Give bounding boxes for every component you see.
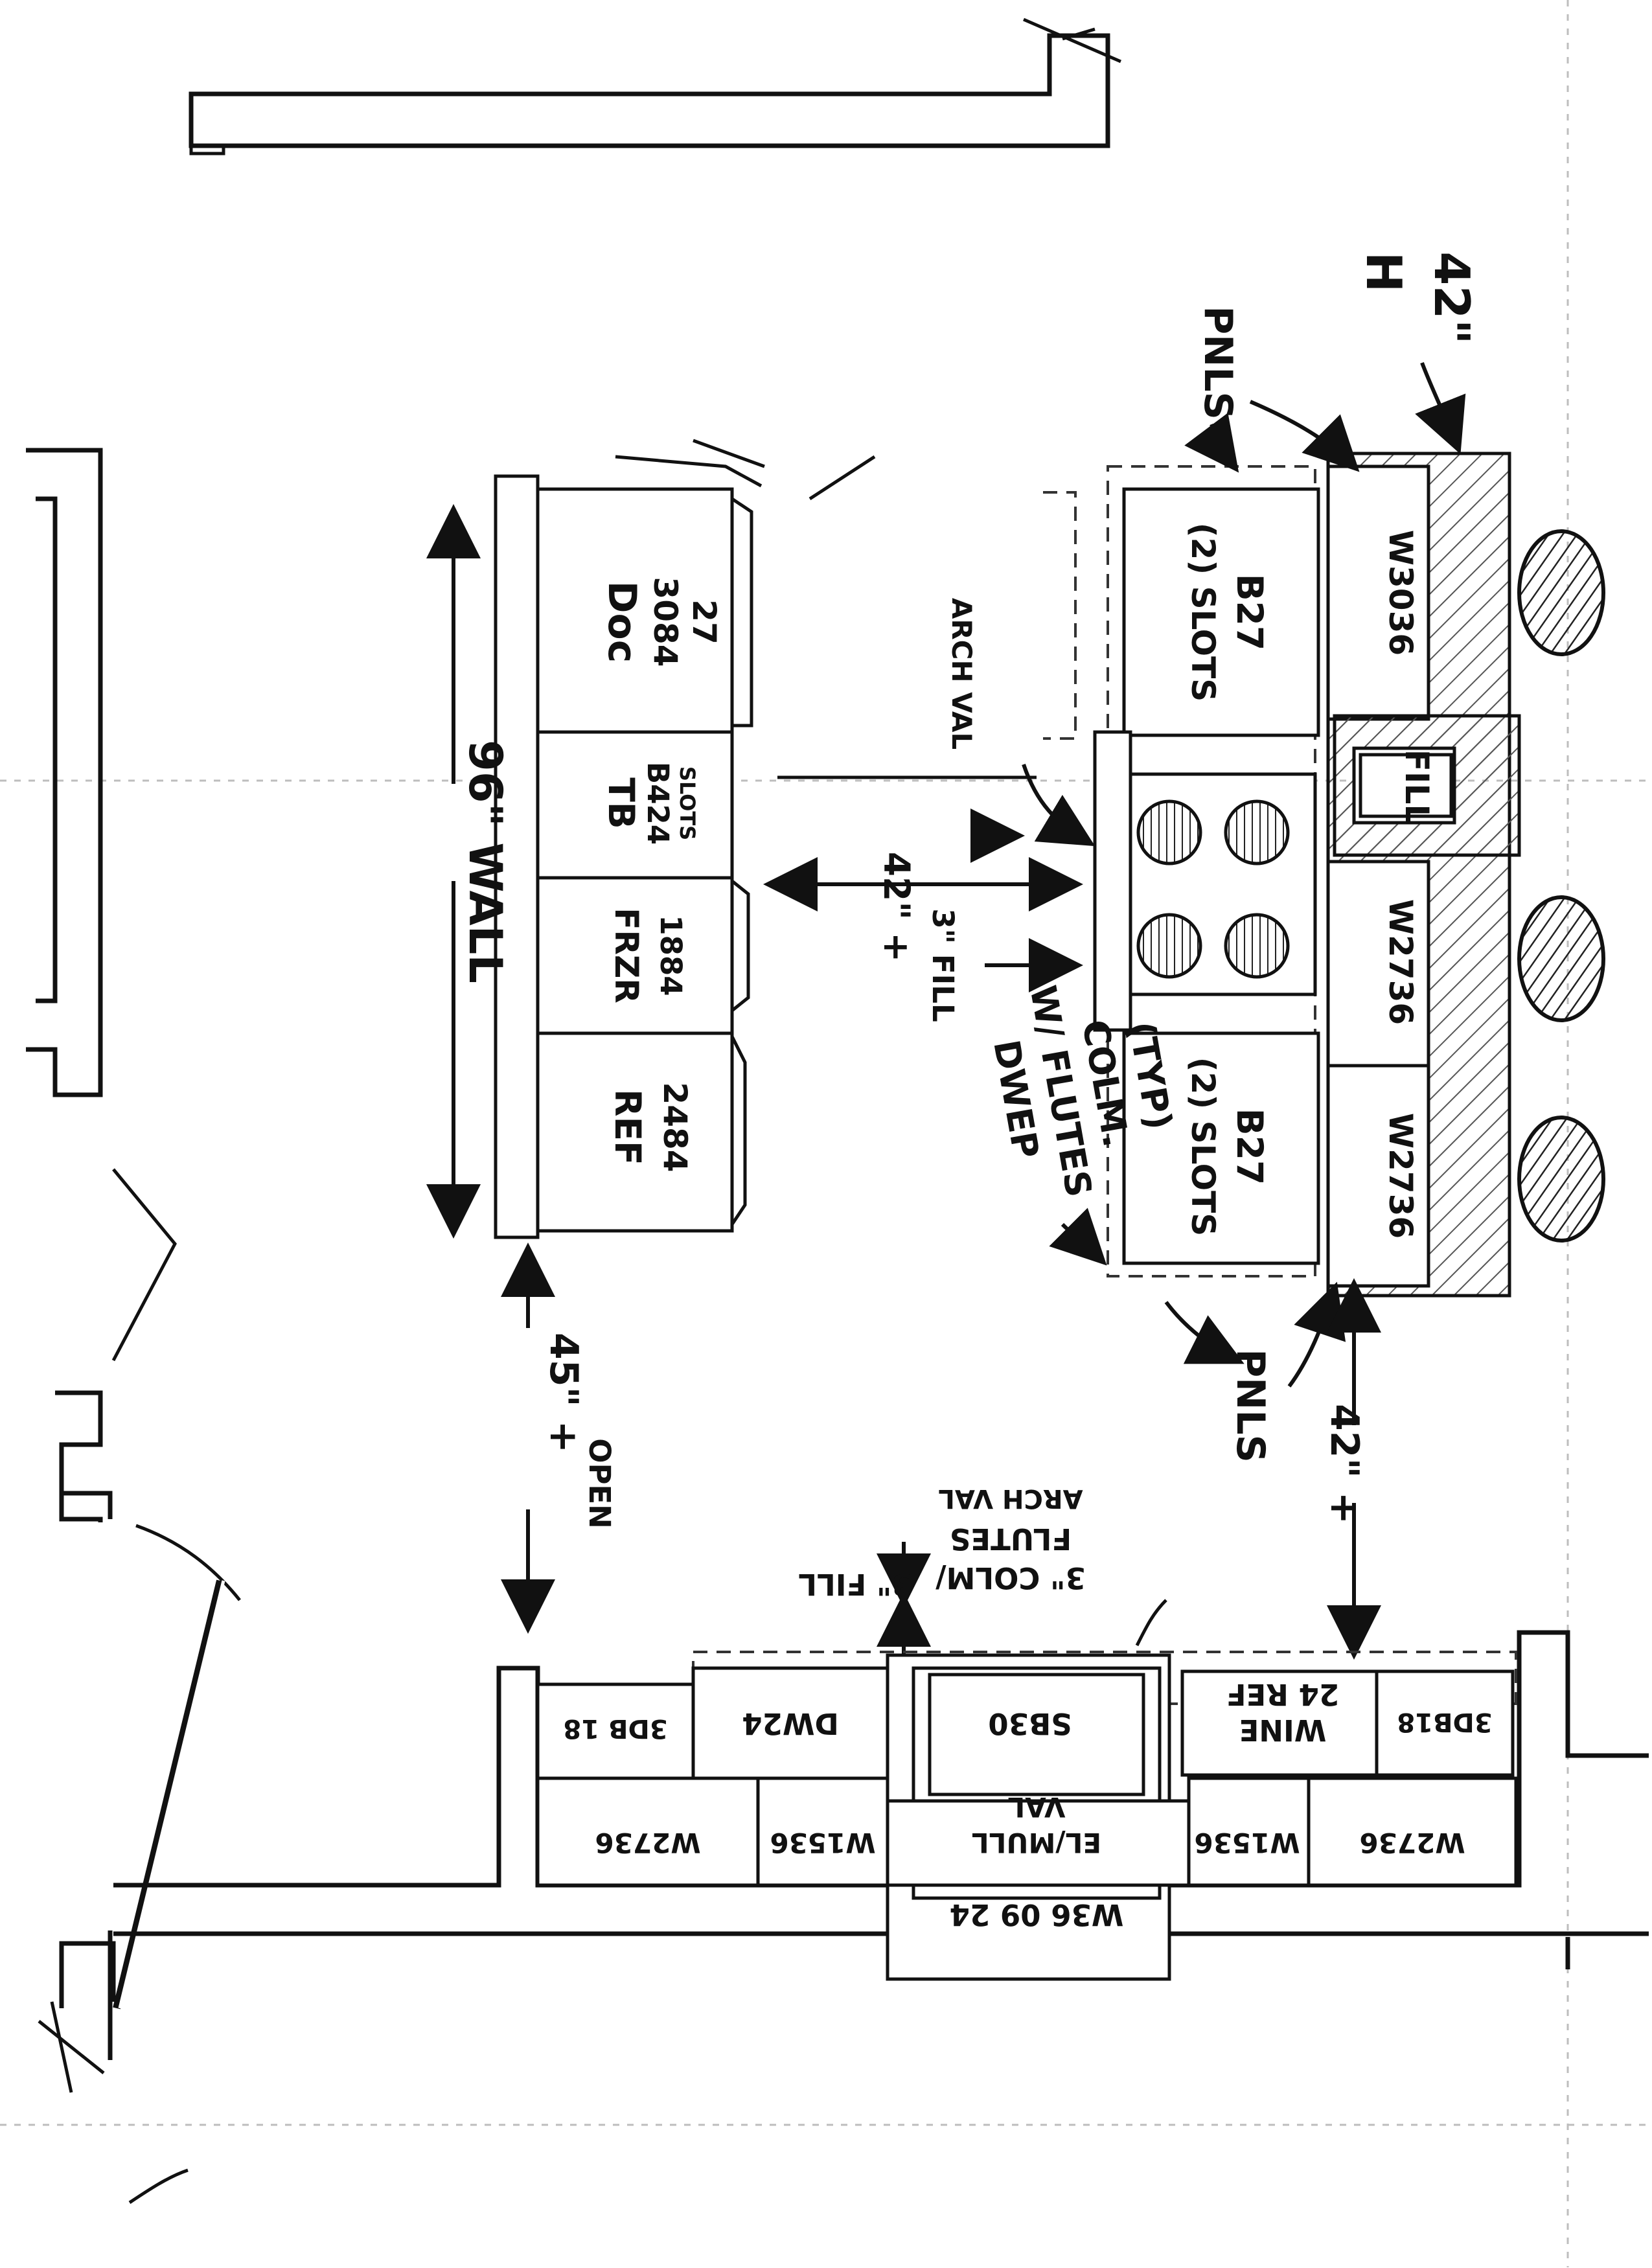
height-h-label: H — [1355, 252, 1412, 293]
frzr-label: FRZR — [608, 908, 645, 1003]
tall-cabinet-wall — [426, 455, 1037, 1239]
left-wall — [26, 448, 241, 2093]
height-42-label: 42" — [1423, 251, 1480, 344]
wine-label: WINE — [1239, 1713, 1327, 1747]
island — [693, 439, 1605, 1298]
tb-slots-label: SLOTS — [675, 766, 700, 840]
ref-label: REF — [607, 1089, 648, 1165]
b27-bottom-label: B27 — [1229, 1108, 1270, 1185]
sink-wall-cabinets — [536, 1651, 1518, 1981]
ref-size-label: 2484 — [656, 1082, 694, 1172]
el-mull-label: EL/MULL — [972, 1827, 1101, 1859]
w2736-right-label: W2736 — [1359, 1827, 1465, 1859]
w2736-a-label: W2736 — [1382, 899, 1419, 1025]
w36-label: W36 09 24 — [950, 1897, 1124, 1932]
tb-label: TB — [601, 777, 642, 829]
pen-stroke — [128, 2168, 189, 2205]
dw24-label: DW24 — [742, 1706, 839, 1741]
top-wall — [189, 17, 1121, 155]
w2736-b-label: W2736 — [1382, 1113, 1419, 1239]
w2736-left-label: W2736 — [595, 1827, 700, 1859]
b27-top-label: B27 — [1229, 574, 1270, 650]
arch-val-2-label: ARCH VAL — [938, 1483, 1083, 1513]
tb-size-label: B424 — [641, 762, 675, 845]
colm-flutes-label: 3" COLM/ — [935, 1561, 1086, 1595]
w3036-label: W3036 — [1382, 530, 1419, 656]
sb30-label: SB30 — [988, 1706, 1072, 1741]
db18-label: 3DB 18 — [563, 1713, 667, 1743]
open-label: OPEN — [582, 1438, 617, 1529]
fill-3-bottom-label: 3" FILL — [798, 1567, 912, 1601]
flutes-label: FLUTES — [950, 1522, 1072, 1556]
plan-annotations: 96" WALL Doc 3084 27 TB B424 SLOTS FRZR … — [459, 251, 1493, 1932]
frzr-size-label: 1884 — [654, 915, 688, 996]
doc-label: Doc — [599, 581, 645, 663]
aisle-45-label: 45" + — [541, 1333, 586, 1453]
fill-3-top-label: 3" FILL — [926, 908, 960, 1022]
doc-depth-label: 27 — [685, 599, 723, 645]
slots-top-label: (2) SLOTS — [1184, 523, 1222, 702]
fill-label: FILL — [1398, 750, 1436, 825]
val-label: VAL — [1008, 1791, 1066, 1823]
dimension-arrows — [501, 361, 1466, 1660]
ref24-label: 24 REF — [1226, 1677, 1339, 1712]
w1536-left-label: W1536 — [770, 1827, 875, 1859]
slots-bottom-label: (2) SLOTS — [1184, 1057, 1222, 1237]
w1536-right-label: W1536 — [1194, 1827, 1300, 1859]
doc-size-label: 3084 — [647, 577, 684, 667]
aisle-42-top-label: 42" + — [876, 852, 917, 962]
wall-96-label: 96" WALL — [459, 740, 512, 983]
pnls-bottom-label: PNLS — [1228, 1349, 1273, 1463]
arch-val-label: ARCH VAL — [946, 598, 978, 750]
aisle-42-bottom-label: 42" + — [1322, 1404, 1367, 1524]
pnls-top-label: PNLS — [1195, 306, 1241, 420]
db18-right-label: 3DB18 — [1397, 1707, 1492, 1737]
